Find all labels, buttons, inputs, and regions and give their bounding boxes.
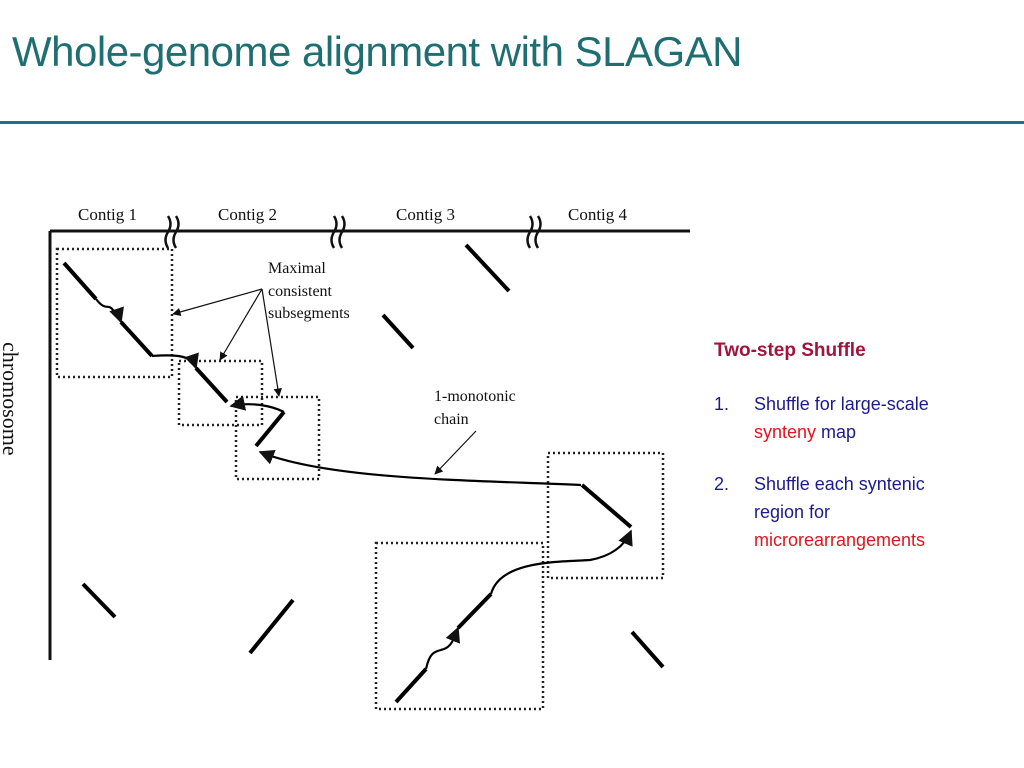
step-text-line: Shuffle each syntenic xyxy=(754,474,925,494)
step-text-tail: map xyxy=(816,422,857,442)
step-item: 2. Shuffle each syntenic region for micr… xyxy=(714,470,1014,554)
contig-break-3-4 xyxy=(526,215,542,249)
segment xyxy=(456,592,493,630)
contig-break-1-2 xyxy=(164,215,180,249)
chain-curve xyxy=(258,449,582,487)
segment xyxy=(580,483,633,529)
chain-curve xyxy=(95,298,124,324)
annotation-arrow xyxy=(261,288,282,397)
box-region-2 xyxy=(177,359,264,427)
step-number: 1. xyxy=(714,394,730,414)
segment xyxy=(254,410,286,448)
contig-break-2-3 xyxy=(330,215,346,249)
contig-break-marks xyxy=(164,215,542,249)
slide-title: Whole-genome alignment with SLAGAN xyxy=(12,28,743,75)
annotation-line: subsegments xyxy=(268,305,350,322)
step-item: 1. Shuffle for large-scale synteny map xyxy=(714,390,1014,446)
two-step-shuffle-panel: Two-step Shuffle 1. Shuffle for large-sc… xyxy=(714,336,1014,578)
maximal-subsegments-label: Maximal consistent subsegments xyxy=(268,260,350,322)
segment xyxy=(464,243,511,293)
highlight-term: microrearrangements xyxy=(754,530,926,550)
chain-curve xyxy=(489,529,633,595)
monotonic-chain-label: 1-monotonic chain xyxy=(434,388,516,428)
step-text-line: Shuffle for large-scale xyxy=(754,394,929,414)
chain-curve xyxy=(229,395,285,413)
segment xyxy=(394,667,428,704)
segment xyxy=(630,630,665,669)
step-text-line: region for xyxy=(754,502,831,522)
box-region-3 xyxy=(234,395,321,481)
step-text: Shuffle for large-scale synteny map xyxy=(754,390,1014,446)
alignment-segments xyxy=(62,243,665,704)
annotation-line: chain xyxy=(434,411,469,428)
title-rule xyxy=(0,121,1024,124)
box-region-1 xyxy=(55,247,174,379)
annotation-arrow xyxy=(172,288,263,316)
panel-heading: Two-step Shuffle xyxy=(714,340,866,361)
contig-label-1: Contig 1 xyxy=(78,205,137,224)
alignment-diagram: Contig 1 Contig 2 Contig 3 Contig 4 chro… xyxy=(0,205,690,711)
chain-curve xyxy=(424,626,461,670)
annotation-line: Maximal xyxy=(268,260,326,277)
annotation-arrows xyxy=(172,288,477,475)
segment xyxy=(248,598,295,655)
annotation-arrow xyxy=(434,430,477,475)
step-text: Shuffle each syntenic region for microre… xyxy=(754,470,1014,554)
dotted-boxes xyxy=(55,247,665,711)
chain-curves xyxy=(95,298,633,670)
contig-label-2: Contig 2 xyxy=(218,205,277,224)
box-region-4 xyxy=(546,451,665,580)
highlight-term: synteny xyxy=(754,422,817,442)
segment xyxy=(194,366,229,404)
segment xyxy=(62,261,98,301)
chain-curve xyxy=(151,352,199,370)
segment xyxy=(119,320,154,358)
contig-label-4: Contig 4 xyxy=(568,205,628,224)
annotation-line: consistent xyxy=(268,283,333,300)
annotation-arrow xyxy=(219,288,263,361)
box-region-5 xyxy=(374,541,545,711)
contig-label-3: Contig 3 xyxy=(396,205,455,224)
segment xyxy=(81,582,117,619)
chromosome-axis-label: chromosome xyxy=(0,342,23,456)
step-number: 2. xyxy=(714,474,730,494)
segment xyxy=(381,313,415,350)
annotation-line: 1-monotonic xyxy=(434,388,516,405)
